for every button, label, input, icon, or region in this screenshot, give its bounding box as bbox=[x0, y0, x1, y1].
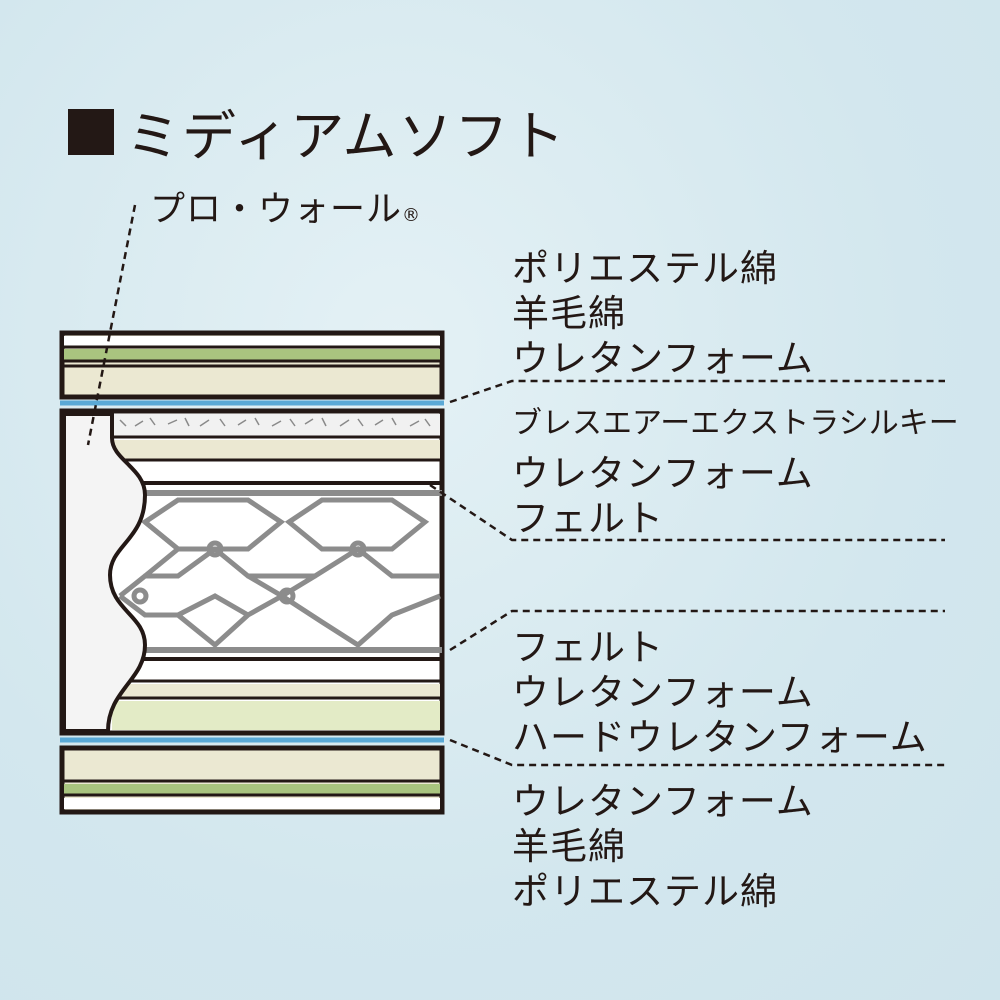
page-title: ミディアムソフト bbox=[68, 92, 566, 171]
label-line: 羊毛綿 bbox=[512, 292, 626, 335]
square-bullet-icon bbox=[68, 108, 114, 155]
label-group-top: ポリエステル綿 羊毛綿 ウレタンフォーム bbox=[512, 238, 814, 380]
page-title-text: ミディアムソフト bbox=[126, 105, 567, 168]
label-line: 羊毛綿 bbox=[512, 825, 626, 868]
label-line: ポリエステル綿 bbox=[512, 247, 778, 290]
label-line: ポリエステル綿 bbox=[512, 870, 778, 913]
registered-mark: ® bbox=[402, 205, 422, 226]
pro-wall-text: プロ・ウォール bbox=[150, 190, 403, 230]
label-line: フェルト bbox=[512, 626, 664, 669]
label-line: ハードウレタンフォーム bbox=[512, 716, 928, 759]
label-line: ウレタンフォーム bbox=[512, 780, 814, 823]
top-pad bbox=[59, 330, 445, 400]
label-group-bottom: ウレタンフォーム 羊毛綿 ポリエステル綿 bbox=[512, 771, 814, 913]
label-line: フェルト bbox=[512, 497, 664, 540]
leader-lines bbox=[86, 204, 945, 767]
label-line: ウレタンフォーム bbox=[512, 452, 814, 495]
label-line: ウレタンフォーム bbox=[512, 337, 814, 380]
bottom-pad bbox=[59, 745, 445, 815]
label-line: ブレスエアーエクストラシルキー bbox=[512, 406, 959, 441]
label-line: ウレタンフォーム bbox=[512, 671, 814, 714]
label-group-lower: フェルト ウレタンフォーム ハードウレタンフォーム bbox=[512, 617, 928, 759]
main-body bbox=[59, 408, 445, 736]
pro-wall-label: プロ・ウォール® bbox=[150, 190, 421, 230]
pro-wall-edge bbox=[62, 412, 148, 733]
label-group-upper: ブレスエアーエクストラシルキー ウレタンフォーム フェルト bbox=[512, 398, 959, 540]
